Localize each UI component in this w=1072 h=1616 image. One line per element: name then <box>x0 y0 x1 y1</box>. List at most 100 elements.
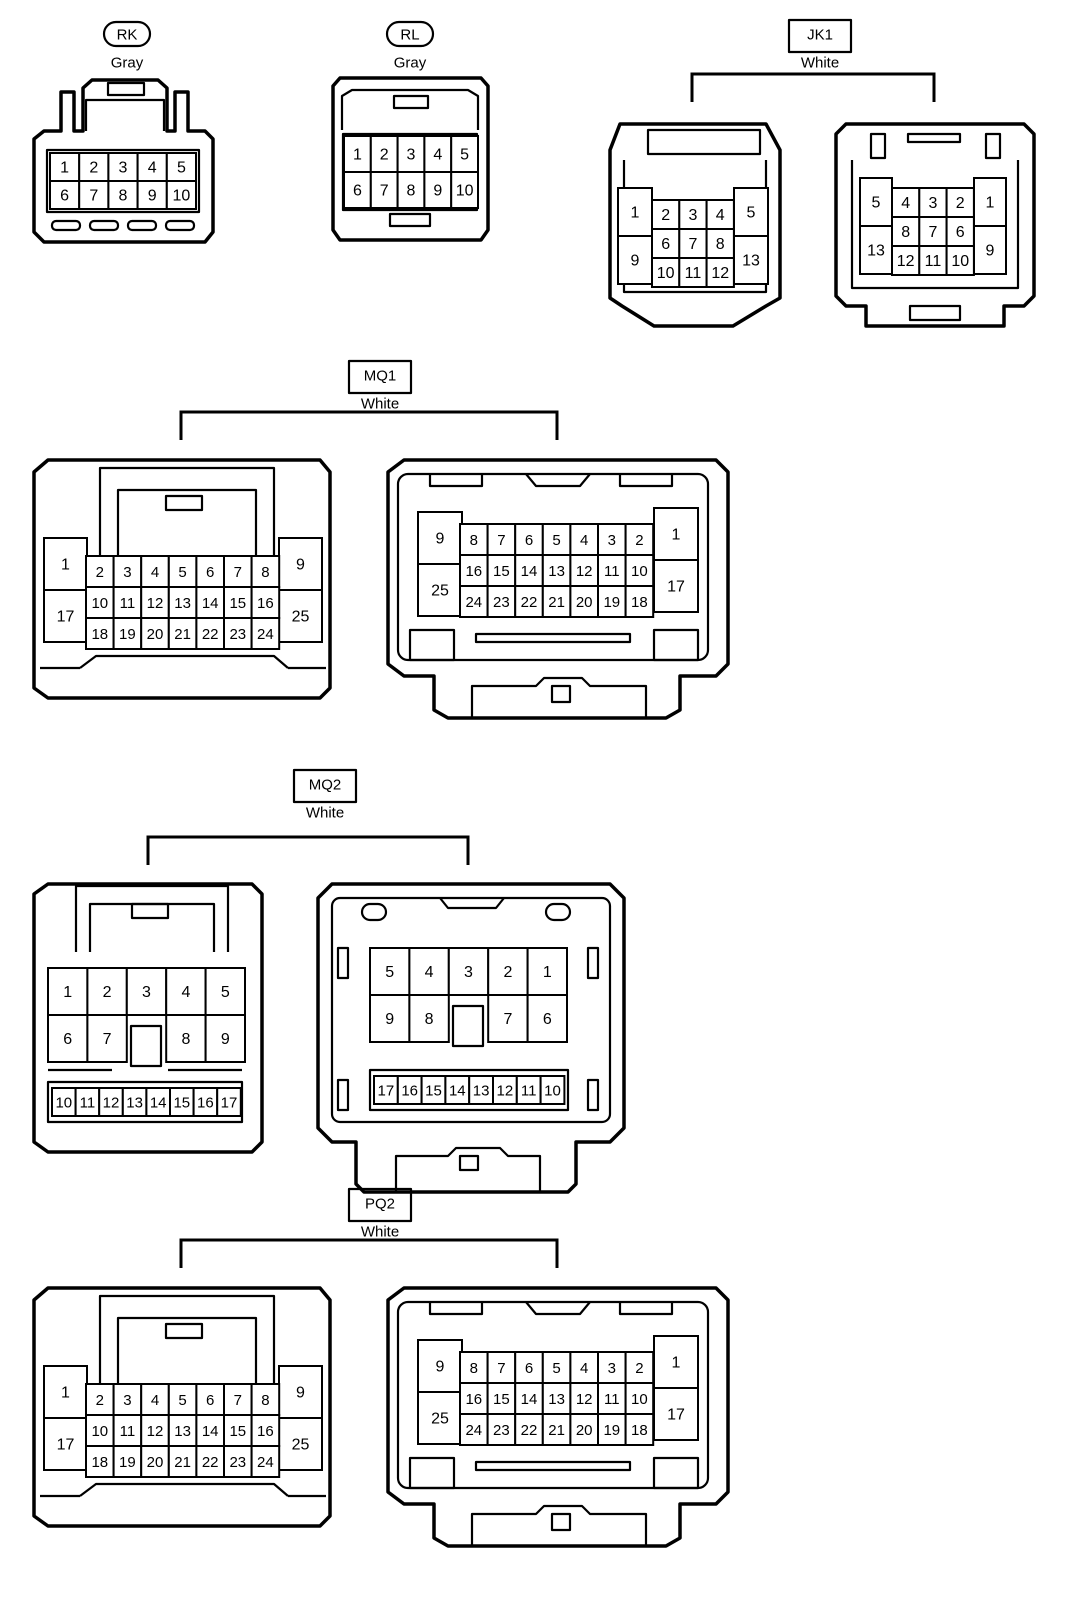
connector-code-box <box>347 1187 413 1223</box>
latch-frame <box>74 884 230 952</box>
pin-number: 16 <box>257 1423 274 1440</box>
pin-cell <box>167 617 198 650</box>
pin-cell <box>223 1445 253 1478</box>
pin-number: 20 <box>147 626 164 643</box>
pin-number: 11 <box>521 1083 537 1100</box>
pin-number: 6 <box>353 183 362 200</box>
pin-number: 8 <box>181 1031 190 1048</box>
pin-cell <box>653 559 699 613</box>
latch-tab <box>130 902 170 920</box>
pin-number: 9 <box>296 1385 305 1402</box>
pin-number: 24 <box>257 626 274 643</box>
pin-number: 12 <box>103 1095 120 1112</box>
pin-number: 6 <box>206 1392 214 1409</box>
top-slot <box>525 473 591 488</box>
pin-number: 17 <box>221 1095 238 1112</box>
pin-cell <box>278 537 323 591</box>
pin-number: 5 <box>872 195 881 212</box>
pin-number: 10 <box>91 1423 108 1440</box>
pin-number: 15 <box>229 1423 246 1440</box>
pin-number: 6 <box>60 188 69 205</box>
pin-number: 15 <box>425 1083 442 1100</box>
connector-code: PQ2 <box>365 1196 395 1213</box>
key-slot <box>908 304 962 322</box>
pin-number: 25 <box>431 1411 449 1428</box>
key-slot <box>451 1004 485 1048</box>
pin-number: 5 <box>552 532 560 549</box>
pin-number: 15 <box>493 563 510 580</box>
pin-number: 2 <box>380 147 389 164</box>
pin-cell <box>624 523 655 556</box>
pin-cell <box>514 1351 544 1384</box>
pin-number: 6 <box>525 532 533 549</box>
pin-cell <box>369 994 411 1043</box>
pin-cell <box>165 152 198 182</box>
pin-cell <box>417 1339 463 1393</box>
pin-number: 11 <box>120 595 136 612</box>
pin-number: 1 <box>60 160 69 177</box>
pin-cell <box>204 1014 247 1063</box>
pin-cell <box>204 967 247 1016</box>
pin-number: 12 <box>576 563 593 580</box>
pin-number: 3 <box>608 1360 616 1377</box>
pin-number: 11 <box>604 1391 620 1408</box>
connector-color: Gray <box>394 55 427 72</box>
pin-cell <box>107 180 139 210</box>
pin-number: 18 <box>631 594 648 611</box>
pin-number: 13 <box>867 243 885 260</box>
key-slot <box>164 219 196 232</box>
connector-color: White <box>361 396 399 413</box>
pin-cell <box>140 1445 170 1478</box>
pin-number: 9 <box>433 183 442 200</box>
pin-cell <box>945 216 975 247</box>
pin-number: 10 <box>456 183 474 200</box>
pin-number: 8 <box>407 183 416 200</box>
pin-cell <box>250 1414 281 1447</box>
pin-number: 12 <box>576 1391 593 1408</box>
pin-number: 2 <box>956 195 965 212</box>
pin-number: 8 <box>716 236 725 253</box>
pin-cell <box>112 1445 143 1478</box>
pin-number: 17 <box>378 1083 395 1100</box>
pin-cell <box>487 947 529 996</box>
pin-number: 19 <box>603 594 620 611</box>
inner-wall <box>850 160 1020 290</box>
pin-number: 7 <box>89 188 98 205</box>
pin-number: 21 <box>174 1454 191 1471</box>
pin-cell <box>86 1014 128 1063</box>
pin-number: 12 <box>147 1423 164 1440</box>
pin-cell <box>343 135 372 173</box>
pin-number: 8 <box>425 1011 434 1028</box>
pin-cell <box>624 1413 655 1446</box>
pin-cell <box>945 187 975 218</box>
rail <box>79 1482 289 1497</box>
pin-number: 4 <box>901 195 910 212</box>
latch-tab <box>164 494 204 512</box>
latch-frame <box>84 98 166 131</box>
bottom-slot <box>474 632 632 644</box>
pin-cell <box>597 585 627 618</box>
pin-number: 8 <box>119 188 128 205</box>
pin-number: 4 <box>151 564 159 581</box>
pin-number: 4 <box>580 1360 588 1377</box>
pin-number: 25 <box>431 583 449 600</box>
connector-code: RK <box>117 27 138 44</box>
pin-number: 7 <box>234 564 242 581</box>
connector-housing <box>834 122 1036 328</box>
pin-number: 7 <box>380 183 389 200</box>
pin-number: 5 <box>221 984 230 1001</box>
view-bracket <box>146 835 470 865</box>
pin-number: 13 <box>548 1391 565 1408</box>
connector-housing <box>608 122 782 328</box>
